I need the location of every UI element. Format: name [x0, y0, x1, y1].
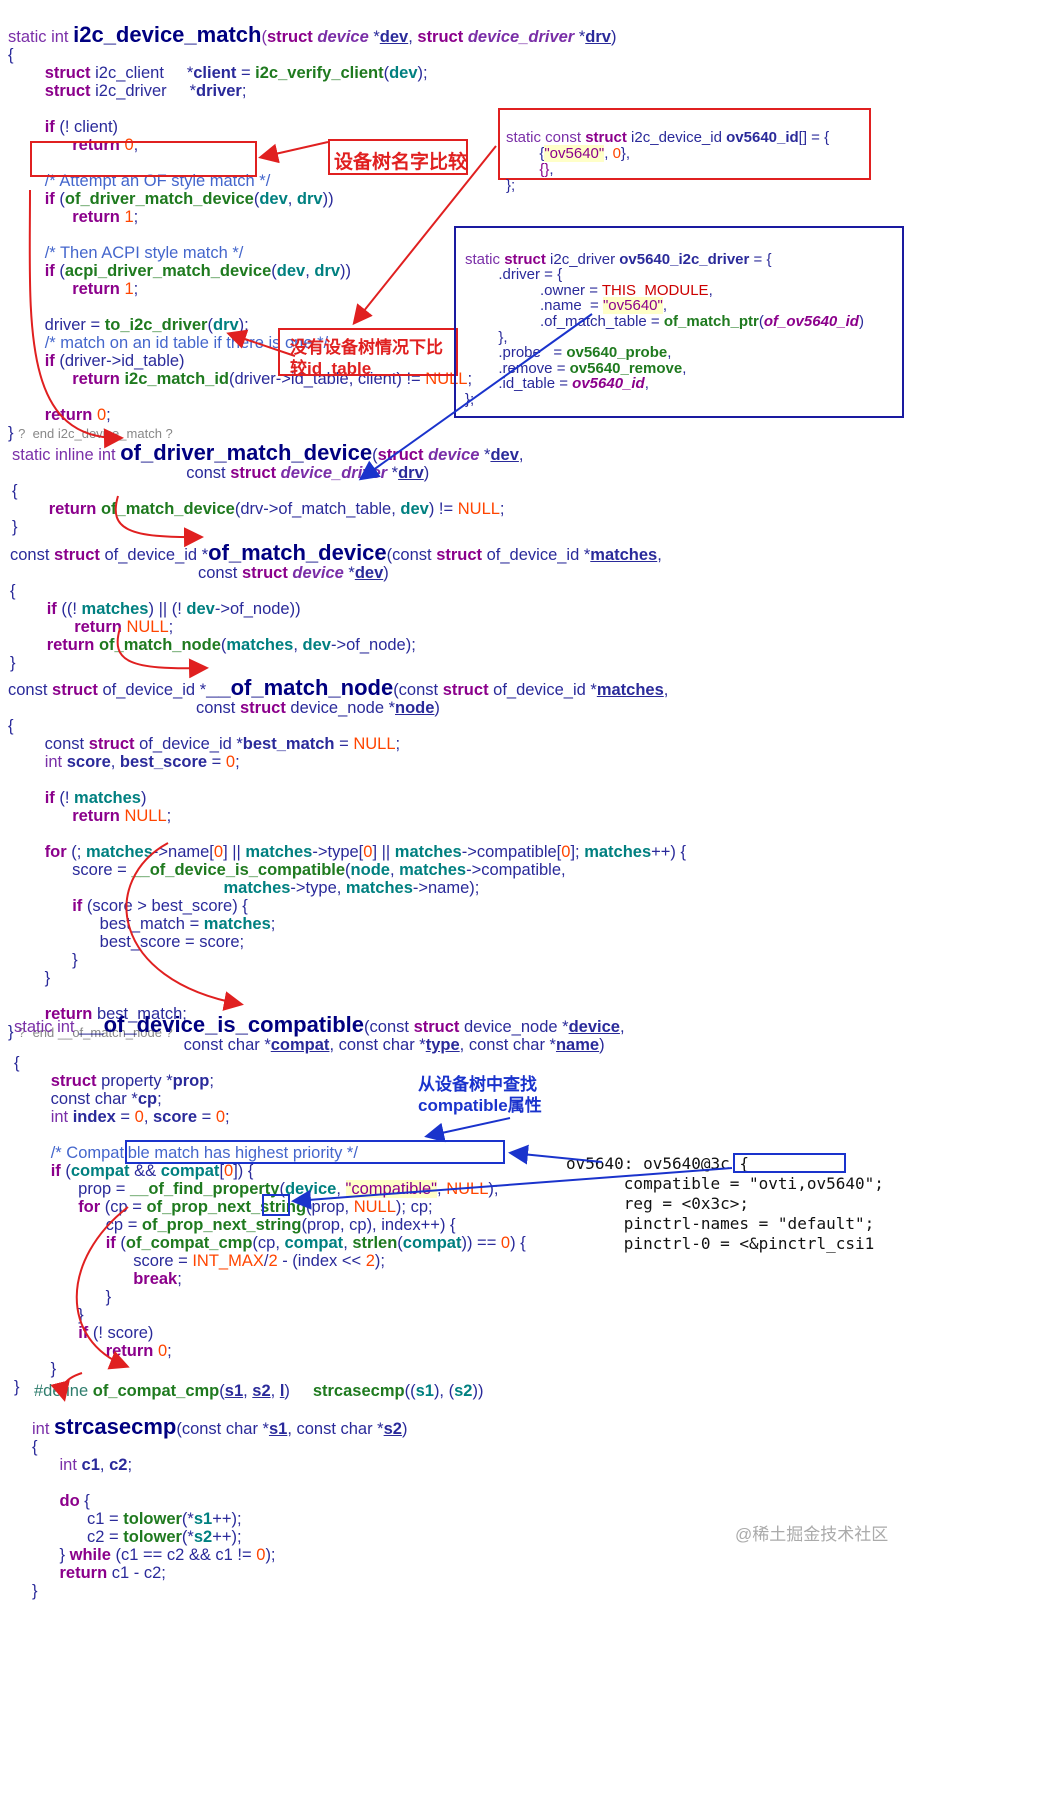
func-name-i2c-device-match: i2c_device_match — [73, 22, 262, 47]
of-match-node-block: const struct of_device_id *__of_match_no… — [8, 675, 687, 1042]
note-no-dt-line2: 较id_table — [290, 359, 372, 378]
arrow-to-of-match-device — [114, 495, 204, 548]
define-of-compat-cmp: #define of_compat_cmp(s1, s2, l) strcase… — [34, 1382, 484, 1400]
arrow-dt-compare — [258, 141, 329, 164]
arrow-ovti-to-cp — [291, 1167, 733, 1210]
note-dt-name-compare: 设备树名字比较 — [334, 152, 468, 173]
arrow-to-strcasecmp — [50, 1372, 83, 1402]
arrow-to-of-match-node — [116, 627, 209, 679]
of-device-is-compatible-block: static int __of_device_is_compatible(con… — [14, 1012, 625, 1397]
ov5640-i2c-driver-block: static struct i2c_driver ov5640_i2c_driv… — [465, 250, 864, 408]
highlight-cp-arg — [262, 1194, 290, 1216]
arrow-id-table — [352, 145, 497, 326]
note-box-no-dt — [278, 328, 458, 376]
dts-snippet-block: ov5640: ov5640@3c { compatible = "ovti,o… — [566, 1154, 884, 1253]
of-match-device-block: const struct of_device_id *of_match_devi… — [10, 540, 662, 673]
ov5640-id-table-block: static const struct i2c_device_id ov5640… — [506, 129, 830, 194]
arrow-find-property — [424, 1117, 511, 1143]
highlight-ovti-compatible — [733, 1153, 846, 1173]
i2c-driver-box — [454, 226, 904, 418]
arrow-dts-to-find — [508, 1144, 603, 1165]
highlight-find-property — [125, 1140, 505, 1164]
strcasecmp-block: int strcasecmp(const char *s1, const cha… — [32, 1414, 408, 1601]
watermark: @稀土掘金技术社区 — [735, 1525, 889, 1544]
id-table-box — [498, 108, 871, 180]
arrow-to-of-driver-match — [28, 189, 124, 449]
note-find-line1: 从设备树中查找 — [418, 1075, 537, 1094]
arrow-to-is-compatible — [125, 842, 244, 1011]
arrow-to-define — [75, 1206, 130, 1370]
arrow-no-dt — [226, 329, 296, 357]
arrow-of-match-table — [358, 313, 593, 481]
note-box-dt-compare — [328, 139, 468, 175]
highlight-of-driver-match — [30, 141, 257, 177]
note-no-dt-line1: 没有设备树情况下比 — [290, 338, 443, 357]
note-find-line2: compatible属性 — [418, 1096, 542, 1115]
